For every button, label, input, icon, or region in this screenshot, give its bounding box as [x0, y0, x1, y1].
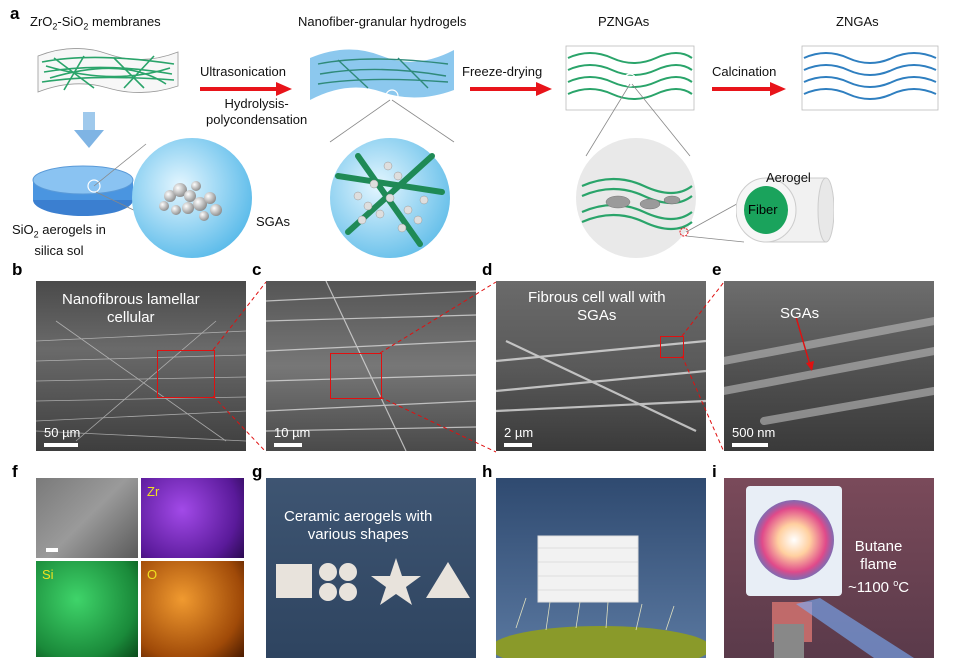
zngas-block: [801, 45, 939, 111]
down-arrow-icon: [74, 112, 104, 148]
arrow1-icon: [200, 82, 292, 96]
sem-d-zoom-box: [660, 336, 684, 358]
arrow2-label: Freeze-drying: [462, 64, 543, 79]
arrow3-label: Calcination: [712, 64, 777, 79]
petri-dish: [32, 165, 134, 216]
panel-letter-h: h: [482, 462, 493, 481]
arrow1-bottom-label: Hydrolysis-polycondensation: [206, 96, 308, 127]
sem-b-zoom-box: [157, 350, 215, 398]
arrow1-top-label: Ultrasonication: [200, 64, 286, 79]
sem-c-zoom-box: [330, 353, 382, 399]
sem-c-scale-bar: [274, 443, 302, 447]
hydrogel-zoom-sphere: [330, 138, 450, 258]
pzngas-zoom-sphere: [576, 138, 696, 258]
sem-d-scale-bar: [504, 443, 532, 447]
sem-e-scale-label: 500 nm: [732, 425, 776, 440]
eds-map-si: Si: [36, 561, 138, 657]
panel-letter-d: d: [482, 260, 493, 279]
pzngas-block: [565, 45, 695, 111]
zoom-connectors: [212, 281, 725, 453]
eds-map-o: O: [141, 561, 244, 657]
stage2-title: Nanofiber-granular hydrogels: [298, 14, 467, 29]
eds-sem: [36, 478, 138, 558]
eds-zr-label: Zr: [147, 484, 160, 499]
arrow2-icon: [470, 82, 552, 96]
sem-e-scale-bar: [732, 443, 768, 447]
stage4-title: ZNGAs: [836, 14, 879, 29]
fiber-cylinder: [736, 177, 834, 243]
eds-scale-bar: [46, 548, 58, 552]
panel-letter-c: c: [252, 260, 262, 279]
sem-b-scale-label: 50 µm: [44, 425, 81, 440]
sem-image-e: SGAs 500 nm: [724, 281, 934, 451]
zro2-sio2-membrane: [37, 48, 179, 93]
stage3-title: PZNGAs: [598, 14, 650, 29]
panel-letter-e: e: [712, 260, 722, 279]
sem-image-c: 10 µm: [266, 281, 476, 451]
zoom-lines-a2: [329, 99, 455, 143]
panel-letter-g: g: [252, 462, 263, 481]
arrow3-icon: [712, 82, 786, 96]
sga-sphere: [132, 138, 252, 258]
sem-c-scale-label: 10 µm: [274, 425, 311, 440]
panel-letter-b: b: [12, 260, 23, 279]
fiber-label: Fiber: [748, 202, 778, 217]
eds-si-label: Si: [42, 567, 54, 582]
sem-d-scale-label: 2 µm: [504, 425, 534, 440]
sem-b-scale-bar: [44, 443, 78, 447]
photo-aerogel-on-grass: [496, 478, 706, 658]
stage1-title: ZrO2-SiO2 membranes: [30, 14, 161, 32]
zoom-lines-a4: [685, 199, 745, 243]
sgas-label: SGAs: [256, 214, 290, 229]
zoom-lines-a3: [585, 83, 691, 157]
panel-letter-f: f: [12, 462, 18, 481]
aerogel-label: Aerogel: [766, 170, 811, 185]
eds-o-label: O: [147, 567, 158, 582]
sem-e-caption: SGAs: [780, 305, 820, 322]
nanofiber-granular-hydrogel: [310, 49, 454, 103]
panel-letter-i: i: [712, 462, 717, 481]
eds-map-zr: Zr: [141, 478, 244, 558]
panel-letter-a: a: [10, 4, 20, 23]
